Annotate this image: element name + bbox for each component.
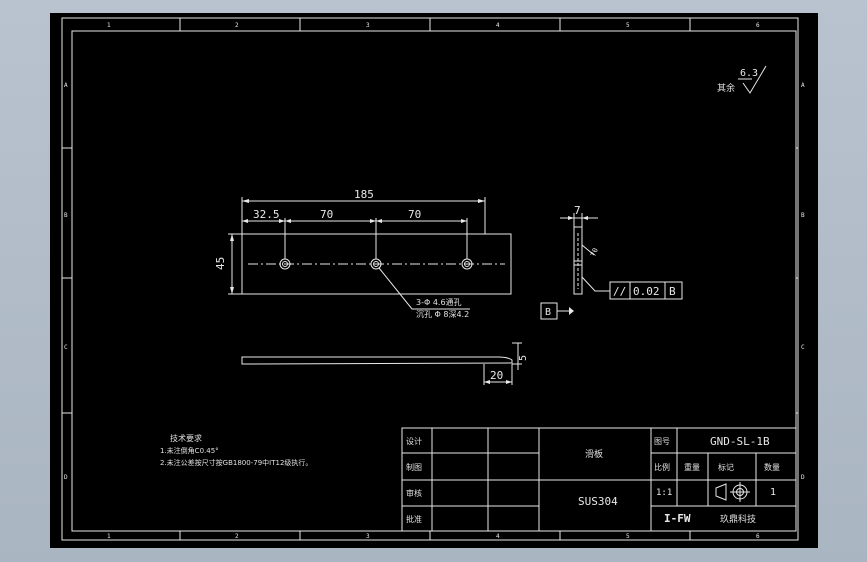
roughness-check-icon bbox=[738, 65, 767, 94]
hole-note-line1: 3-Φ 4.6通孔 bbox=[416, 297, 462, 307]
tb-company: 玖鼎科技 bbox=[720, 513, 756, 525]
tb-drawing-no-label: 图号 bbox=[654, 437, 670, 446]
hole-note-line2: 沉孔 Φ 8深4.2 bbox=[416, 310, 469, 319]
side-view: 7 70 B // 0.02 B bbox=[540, 204, 683, 320]
tb-qty: 1 bbox=[770, 487, 776, 498]
tb-draw-label: 制图 bbox=[406, 462, 422, 472]
surface-finish-value: 6.3 bbox=[740, 68, 758, 79]
tb-part-name: 滑板 bbox=[585, 448, 603, 460]
col-label-top-4: 4 bbox=[496, 22, 500, 29]
tb-material: SUS304 bbox=[578, 495, 618, 508]
technical-notes: 技术要求 1.未注倒角C0.45° 2.未注公差按尺寸按GB1800-79中IT… bbox=[160, 433, 312, 467]
tb-weight-label: 重量 bbox=[684, 462, 700, 472]
surface-finish-label: 其余 bbox=[717, 82, 735, 94]
title-block: 设计 制图 审核 批准 滑板 SUS304 图号 GND-SL-1B 比例 重量… bbox=[401, 427, 797, 532]
dim-thickness: 7 bbox=[574, 204, 581, 217]
parallelism-icon: // bbox=[613, 285, 626, 298]
dim-first-offset: 32.5 bbox=[253, 208, 280, 221]
dim-height: 45 bbox=[214, 257, 227, 270]
cad-drawing: 1 2 3 4 5 6 1 2 3 4 5 6 A B C D A B C D … bbox=[61, 17, 805, 541]
dim-pitch-a: 70 bbox=[320, 208, 333, 221]
bottom-view-outline bbox=[241, 356, 513, 365]
front-view: 185 32.5 70 70 45 3-Φ 4.6通孔 沉孔 Φ 8深4.2 bbox=[214, 188, 512, 319]
hole-leader bbox=[378, 267, 470, 310]
notes-title: 技术要求 bbox=[170, 433, 202, 443]
col-label-top-5: 5 bbox=[626, 22, 630, 29]
dim-pitch-b: 70 bbox=[408, 208, 421, 221]
company-logo: I-FW bbox=[664, 512, 691, 525]
tb-scale-label: 比例 bbox=[654, 462, 670, 472]
col-label-top-3: 3 bbox=[366, 22, 370, 29]
row-label-right-D: D bbox=[801, 474, 805, 481]
tolerance-datum-cell bbox=[664, 281, 683, 300]
row-label-right-A: A bbox=[801, 82, 805, 89]
projection-icon bbox=[715, 482, 750, 502]
row-label-left-D: D bbox=[64, 474, 68, 481]
inner-frame bbox=[71, 30, 797, 532]
tolerance-value: 0.02 bbox=[633, 285, 660, 298]
datum-triangle-icon bbox=[569, 307, 574, 315]
row-label-left-A: A bbox=[64, 82, 68, 89]
row-label-left-B: B bbox=[64, 212, 68, 219]
tolerance-datum: B bbox=[669, 285, 676, 298]
row-label-right-C: C bbox=[801, 344, 805, 351]
col-label-bottom-4: 4 bbox=[496, 533, 500, 540]
tb-mark-label: 标记 bbox=[718, 462, 734, 472]
tb-scale: 1:1 bbox=[656, 488, 672, 498]
col-label-bottom-5: 5 bbox=[626, 533, 630, 540]
tb-review-label: 审核 bbox=[406, 488, 422, 498]
zone-ticks bbox=[62, 18, 798, 540]
col-label-bottom-2: 2 bbox=[235, 533, 239, 540]
col-label-bottom-6: 6 bbox=[756, 533, 760, 540]
col-label-top-6: 6 bbox=[756, 22, 760, 29]
datum-label: B bbox=[545, 307, 551, 318]
surface-finish-symbol: 其余 6.3 bbox=[717, 65, 767, 94]
col-label-bottom-1: 1 bbox=[107, 533, 111, 540]
row-label-left-C: C bbox=[64, 344, 68, 351]
bottom-view: 5 20 bbox=[241, 342, 529, 385]
row-label-right-B: B bbox=[801, 212, 805, 219]
notes-line1: 1.未注倒角C0.45° bbox=[160, 446, 219, 455]
col-label-top-1: 1 bbox=[107, 22, 111, 29]
notes-line2: 2.未注公差按尺寸按GB1800-79中IT12级执行。 bbox=[160, 458, 312, 467]
dim-tip-length: 20 bbox=[490, 369, 503, 382]
col-label-bottom-3: 3 bbox=[366, 533, 370, 540]
tb-design-label: 设计 bbox=[406, 436, 422, 446]
tb-approve-label: 批准 bbox=[406, 514, 422, 524]
tolerance-leader bbox=[581, 276, 610, 292]
dim-overall-length: 185 bbox=[354, 188, 374, 201]
tb-qty-label: 数量 bbox=[764, 462, 780, 472]
tb-drawing-no: GND-SL-1B bbox=[710, 435, 770, 448]
col-label-top-2: 2 bbox=[235, 22, 239, 29]
dim-chamfer: 70 bbox=[589, 247, 599, 258]
drawing-sheet: 1 2 3 4 5 6 1 2 3 4 5 6 A B C D A B C D … bbox=[50, 13, 818, 548]
dim-width: 5 bbox=[518, 355, 529, 361]
